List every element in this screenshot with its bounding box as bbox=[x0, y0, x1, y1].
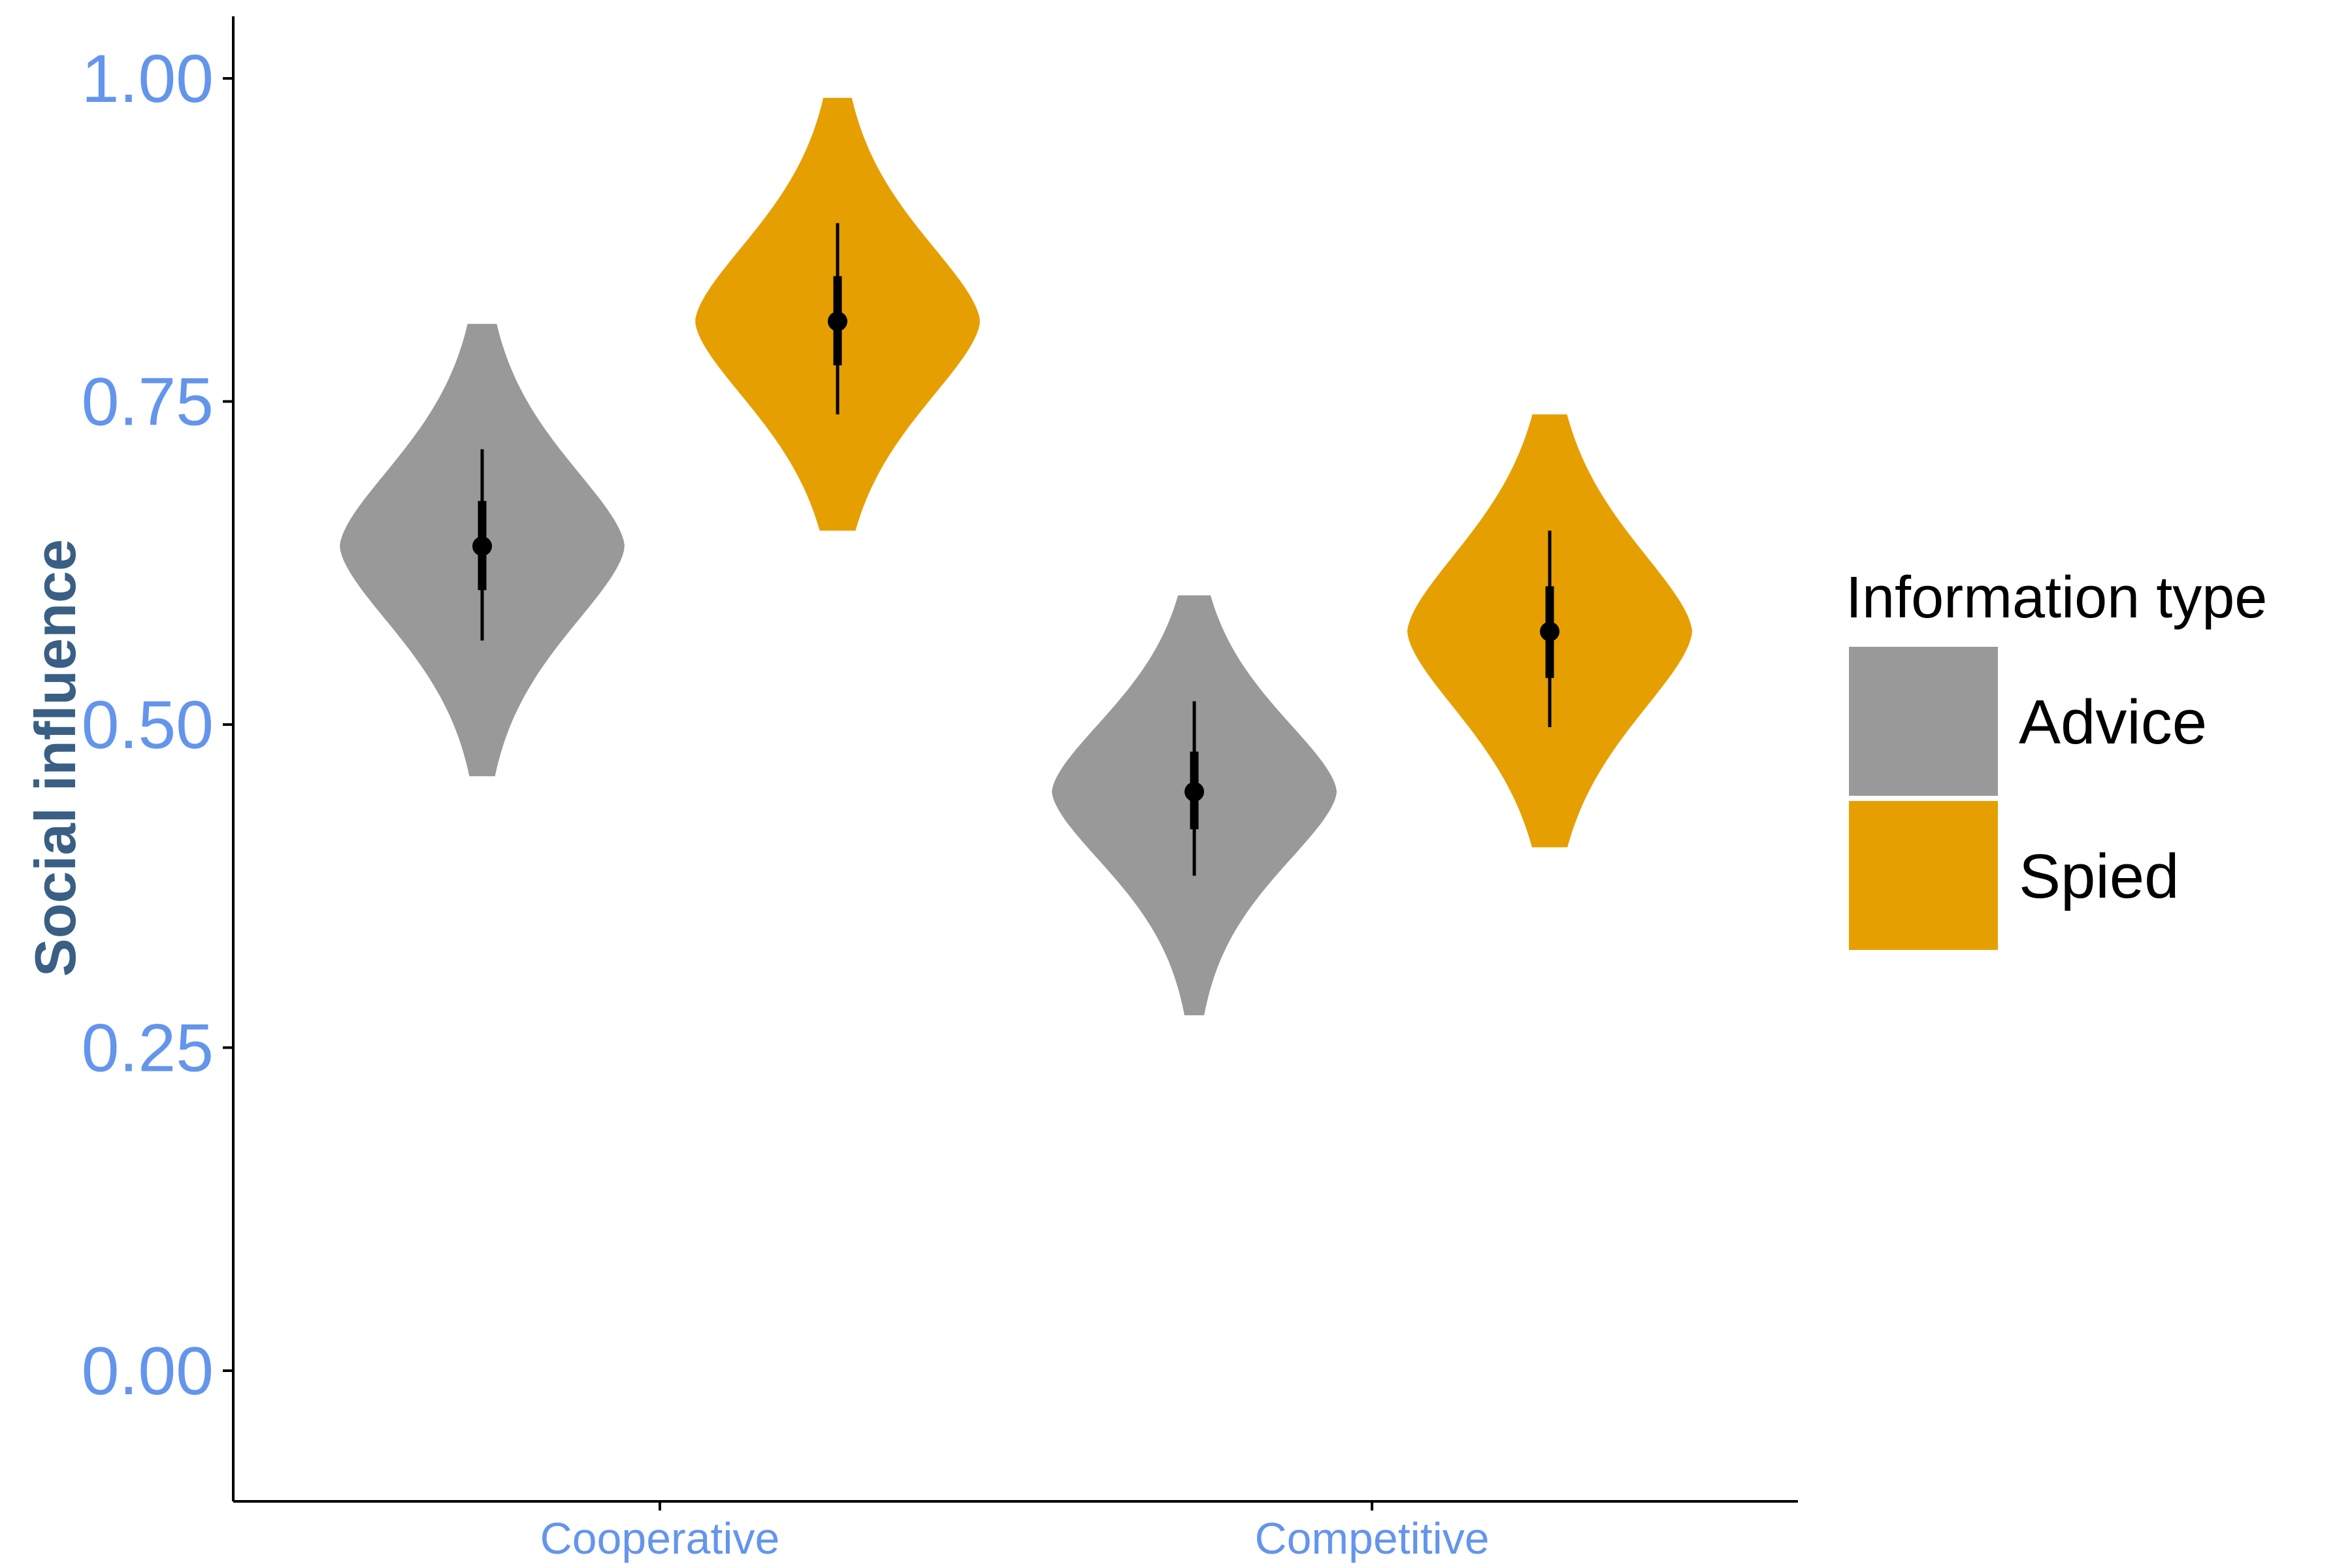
legend-label-advice: Advice bbox=[2019, 687, 2207, 757]
median-point-advice-cooperative bbox=[472, 536, 492, 557]
legend-label-spied: Spied bbox=[2019, 841, 2180, 911]
y-tick-label: 1.00 bbox=[82, 41, 214, 117]
median-point-spied-competitive bbox=[1540, 621, 1560, 642]
interval-layer bbox=[472, 223, 1560, 876]
axes bbox=[223, 16, 1798, 1511]
y-tick-label: 0.50 bbox=[82, 687, 214, 763]
x-tick-label: Competitive bbox=[1254, 1514, 1489, 1563]
legend-title: Information type bbox=[1846, 565, 2267, 630]
y-tick-label: 0.75 bbox=[82, 365, 214, 440]
median-point-spied-cooperative bbox=[828, 311, 847, 331]
legend-key-spied bbox=[1849, 801, 1998, 950]
y-tick-label: 0.25 bbox=[82, 1011, 214, 1086]
violin-layer bbox=[340, 97, 1692, 1015]
y-tick-label: 0.00 bbox=[82, 1333, 214, 1409]
y-axis-title: Social influence bbox=[23, 539, 88, 977]
median-point-advice-competitive bbox=[1184, 781, 1204, 802]
legend-key-advice bbox=[1849, 647, 1998, 796]
x-tick-label: Cooperative bbox=[540, 1514, 780, 1563]
